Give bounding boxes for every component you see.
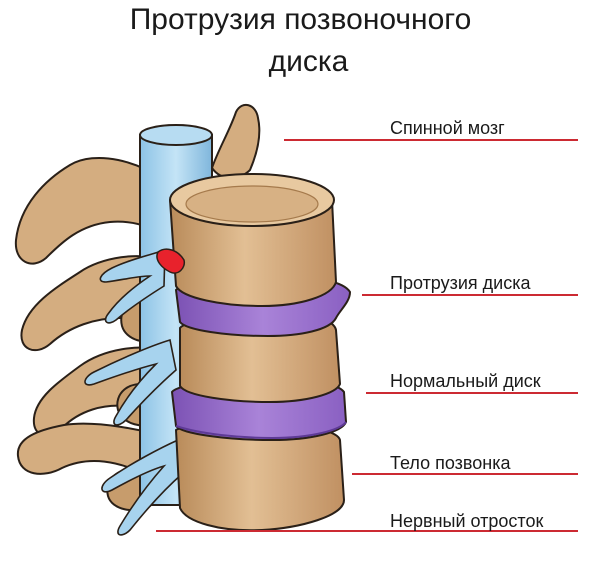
label-nerve-process: Нервный отросток (390, 511, 544, 531)
leader-lines (156, 139, 578, 532)
spinous-process-top (14, 157, 171, 265)
nerve-root-top (99, 248, 166, 324)
diagram-title-line-2: диска (268, 45, 349, 78)
upper-articular-process (210, 103, 261, 179)
nerve-roots (84, 248, 183, 536)
label-spinal-cord: Спинной мозг (390, 118, 505, 138)
label-normal-disc: Нормальный диск (390, 371, 541, 391)
vertebra-top (168, 173, 338, 308)
nerve-root-lower (101, 438, 183, 536)
label-disc-protrusion: Протрузия диска (390, 273, 531, 293)
label-vertebral-body: Тело позвонка (390, 453, 511, 473)
nerve-root-middle (84, 338, 177, 426)
protrusion-marker (156, 248, 186, 274)
diagram-title-line-1: Протрузия позвоночного (129, 3, 472, 36)
